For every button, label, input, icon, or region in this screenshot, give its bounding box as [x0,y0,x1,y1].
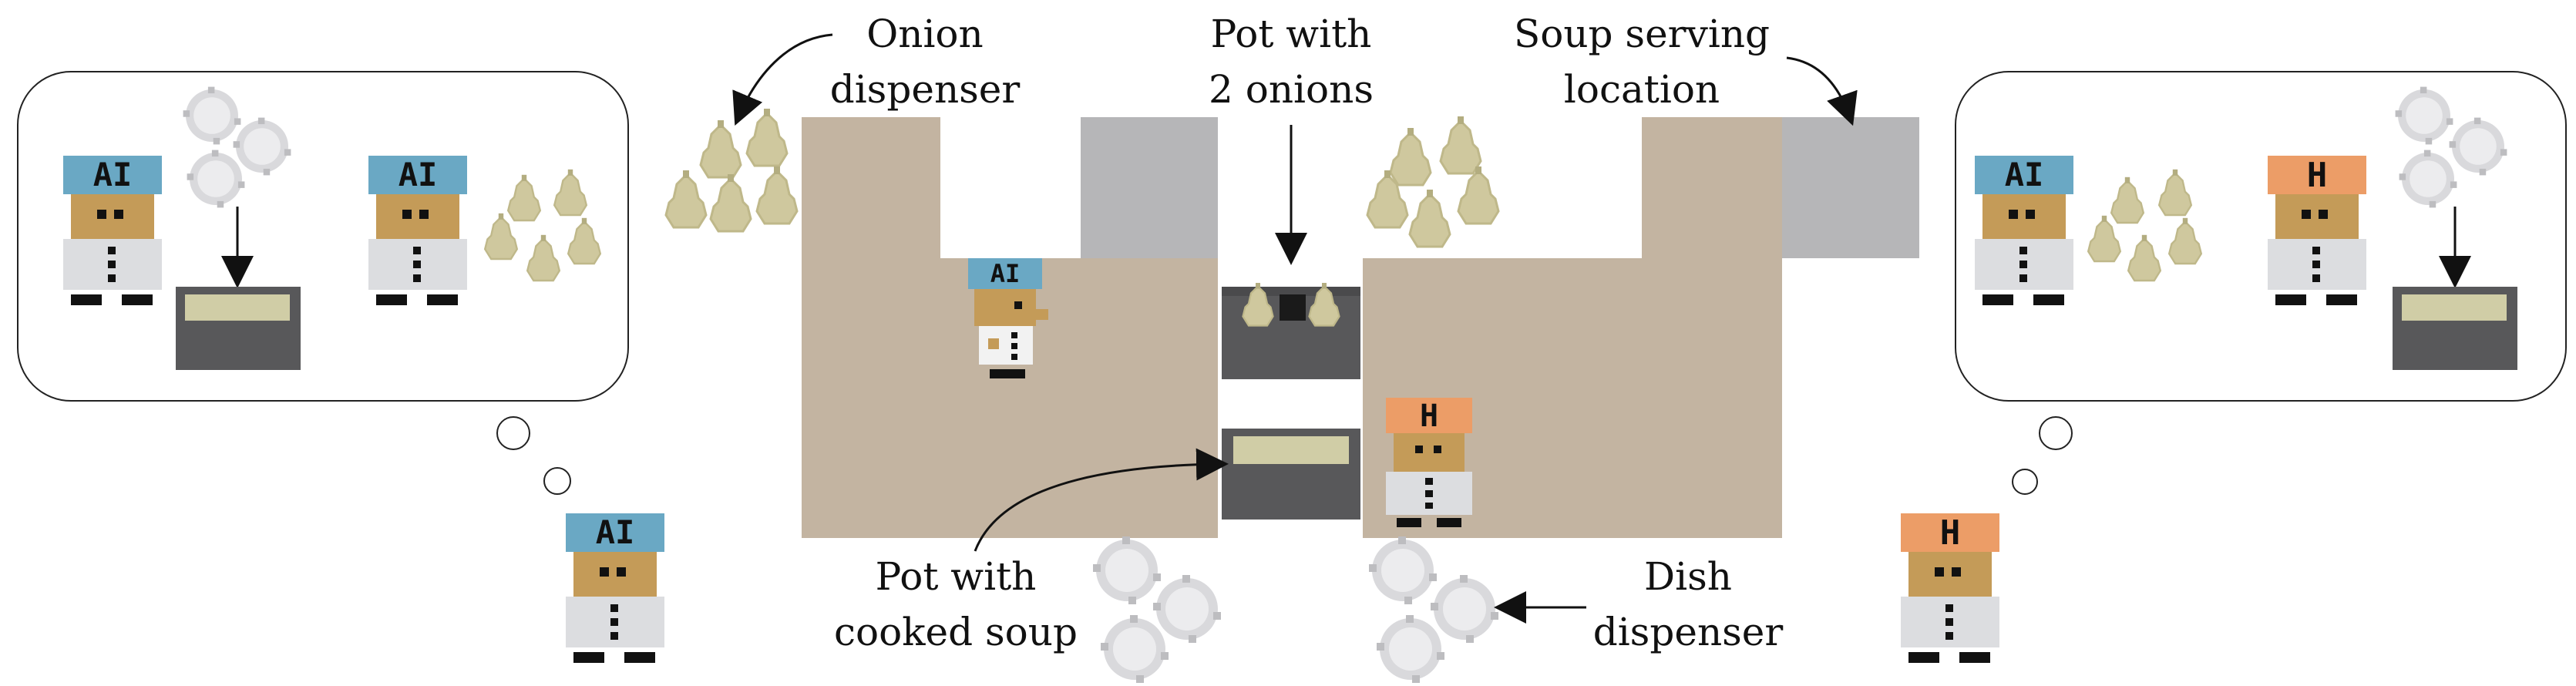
ai-hat-tag: AI [92,156,133,193]
label-onion-line2: dispenser [829,67,1021,112]
label-pot-cooked-line1: Pot with [875,554,1037,599]
ai-hat-tag: AI [990,259,1021,288]
serving-location [1782,117,1919,258]
onion-dispenser-left [664,107,799,233]
left-gray-counter [1081,117,1218,258]
human-thought-dish-to-pot [2393,86,2517,370]
label-serving-line1: Soup serving [1513,12,1771,56]
ai-chef-thought-1: AI [63,156,162,310]
ai-chef-kitchen: AI [968,258,1048,389]
label-onion-line1: Onion [866,12,984,56]
label-pot-cooked-soup: Pot with cooked soup [832,549,1079,660]
label-serving-location: Soup serving location [1495,6,1788,117]
ai-hat-tag: AI [2004,156,2044,193]
human-thought-dot-large [2039,416,2073,450]
dish-dispenser-right [1369,536,1498,683]
label-dish-dispenser: Dish dispenser [1580,549,1796,660]
human-thought-dot-small [2012,469,2038,495]
label-dish-line1: Dish [1644,554,1732,599]
ai-hat-tag: AI [398,156,438,193]
arrow-serving [1786,56,1858,126]
label-serving-line2: location [1563,67,1720,112]
human-thought-onions [2087,168,2203,282]
onion-dispenser-right [1366,115,1500,248]
ai-chef-thinker: AI [566,513,664,668]
ai-chef-thought-2: AI [368,156,467,310]
human-hat-tag: H [1939,513,1961,553]
arrow-pot-cooked [974,448,1229,552]
ai-thought-onions [484,168,601,282]
label-onion-dispenser: Onion dispenser [817,6,1033,117]
dish-dispenser-left [1093,536,1221,683]
label-pot-two-onions: Pot with 2 onions [1183,6,1399,117]
human-chef-thought: H [2268,156,2366,310]
ai-thought-dot-small [543,467,571,495]
ai-thought-dot-large [496,416,530,450]
human-hat-tag: H [1419,398,1439,434]
label-pot-two-line2: 2 onions [1209,67,1374,112]
label-dish-line2: dispenser [1592,610,1784,654]
label-pot-cooked-line2: cooked soup [834,610,1078,654]
ai-chef-human-thought: AI [1975,156,2073,310]
ai-thought-dish-to-pot [176,86,301,370]
human-chef-thinker: H [1901,513,1999,668]
label-pot-two-line1: Pot with [1210,12,1372,56]
ai-hat-tag: AI [595,513,635,551]
human-chef-kitchen: H [1386,398,1472,530]
arrow-onion-dispenser [732,33,833,126]
human-hat-tag: H [2306,156,2328,195]
